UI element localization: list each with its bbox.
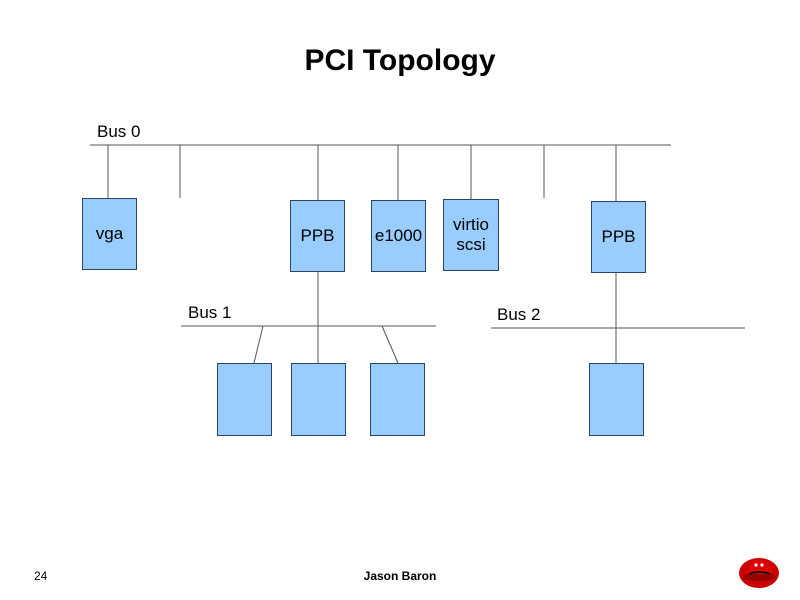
bus-1-label: Bus 1 — [188, 303, 232, 322]
device-virtio-scsi: virtio scsi — [443, 199, 499, 271]
device-ppb-1-label: PPB — [300, 226, 335, 245]
slide-page-number: 24 — [34, 569, 48, 583]
bus-2-label: Bus 2 — [497, 305, 541, 324]
device-virtio-scsi-label-line-1: virtio — [453, 215, 489, 234]
slide-title: PCI Topology — [304, 44, 496, 77]
bus-1-device-3 — [370, 363, 425, 436]
red-hat-logo-icon — [739, 558, 779, 588]
bus-1-device-2 — [291, 363, 346, 436]
device-vga-label: vga — [95, 224, 124, 243]
bus-0-label: Bus 0 — [97, 122, 141, 141]
device-ppb-2: PPB — [591, 201, 646, 273]
bus-1-device-1 — [217, 363, 272, 436]
device-ppb-2-label: PPB — [601, 227, 636, 246]
device-ppb-1: PPB — [290, 200, 345, 272]
device-e1000: e1000 — [371, 200, 426, 272]
device-vga: vga — [82, 198, 137, 270]
bus-2-device-1 — [589, 363, 644, 436]
bus-1-tap-device-3 — [381, 325, 399, 364]
bus-1-tap-device-1 — [253, 325, 264, 364]
device-e1000-label: e1000 — [374, 226, 423, 245]
slide-author: Jason Baron — [363, 569, 437, 583]
device-virtio-scsi-label-line-2: scsi — [456, 235, 486, 254]
